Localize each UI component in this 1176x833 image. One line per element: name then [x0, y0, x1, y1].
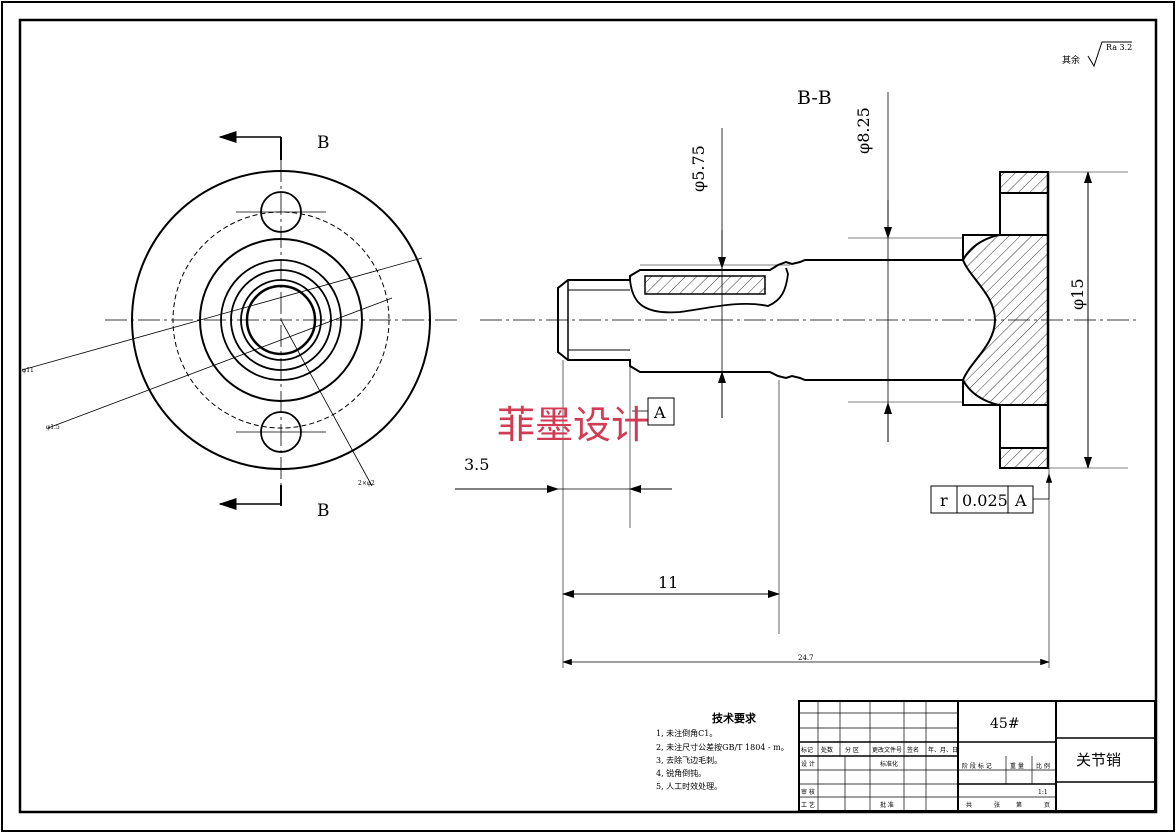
tech-item-4: 4, 锐角倒钝。: [656, 768, 706, 778]
tech-item-2: 2, 未注尺寸公差按GB/T 1804 - m。: [656, 742, 789, 752]
roughness-prefix: 其余: [1062, 54, 1080, 66]
front-dim-b: φ1.5: [46, 424, 60, 431]
tb-material: 45#: [990, 716, 1020, 732]
tb-sheet-0: 共: [966, 801, 972, 809]
tb-sheet-2: 第: [1016, 801, 1022, 809]
watermark: 菲墨设计: [497, 403, 649, 447]
front-view: [21, 131, 460, 510]
inner-border: [18, 18, 1158, 814]
title-block: [798, 700, 1156, 812]
section-label: B-B: [797, 87, 832, 109]
cut-label-top: B: [317, 133, 330, 153]
dim-d3: φ15: [1068, 278, 1087, 310]
front-dim-c: 2×φ2: [358, 480, 375, 487]
tb-header-0: 标记: [801, 746, 813, 754]
tb-sheet-1: 张: [994, 801, 1000, 809]
dim-total: 24.7: [798, 654, 814, 662]
tb-header-2: 分 区: [845, 746, 859, 754]
tech-requirements: 技术要求 1, 未注倒角C1。 2, 未注尺寸公差按GB/T 1804 - m。…: [656, 711, 789, 791]
tb-label-standard: 标准化: [880, 760, 898, 768]
tb-weight: 重 量: [1010, 762, 1024, 770]
tech-item-3: 3, 去除飞边毛刺。: [656, 755, 722, 765]
tb-header-3: 更改文件号: [872, 746, 902, 754]
section-dimensions: [455, 92, 1128, 668]
tolerance-symbol: r: [940, 491, 948, 510]
tb-label-process: 工 艺: [801, 801, 815, 809]
tolerance-value: 0.025: [962, 491, 1008, 510]
roughness-value: Ra 3.2: [1106, 43, 1132, 52]
tb-label-review: 审 核: [801, 788, 815, 796]
datum-label: A: [653, 403, 666, 422]
tb-scale-label: 比 例: [1036, 762, 1050, 770]
tb-header-1: 处数: [821, 746, 833, 754]
section-view: [480, 171, 1140, 469]
tech-item-5: 5, 人工时效处理。: [656, 781, 722, 791]
tb-header-5: 年、月、日: [928, 746, 958, 754]
dim-3-5: 3.5: [464, 455, 489, 474]
tb-sheet-3: 页: [1044, 802, 1050, 809]
tech-item-1: 1, 未注倒角C1。: [656, 728, 717, 738]
dim-d2: φ8.25: [854, 107, 873, 154]
front-dim-a: φ11: [22, 367, 34, 374]
tech-title: 技术要求: [712, 711, 757, 725]
tb-label-design: 设 计: [801, 760, 815, 768]
dim-d1: φ5.75: [689, 145, 708, 192]
tb-part-name: 关节销: [1076, 751, 1121, 769]
tb-stage: 阶 段 标 记: [962, 762, 992, 770]
dim-11: 11: [658, 573, 678, 592]
tb-header-4: 签名: [907, 746, 919, 754]
roughness-symbol: 其余 Ra 3.2: [1062, 41, 1132, 68]
tb-label-approve: 批 准: [880, 801, 894, 809]
tb-scale-value: 1:1: [1038, 789, 1048, 796]
tolerance-datum: A: [1014, 491, 1027, 510]
cut-label-bottom: B: [317, 501, 330, 521]
